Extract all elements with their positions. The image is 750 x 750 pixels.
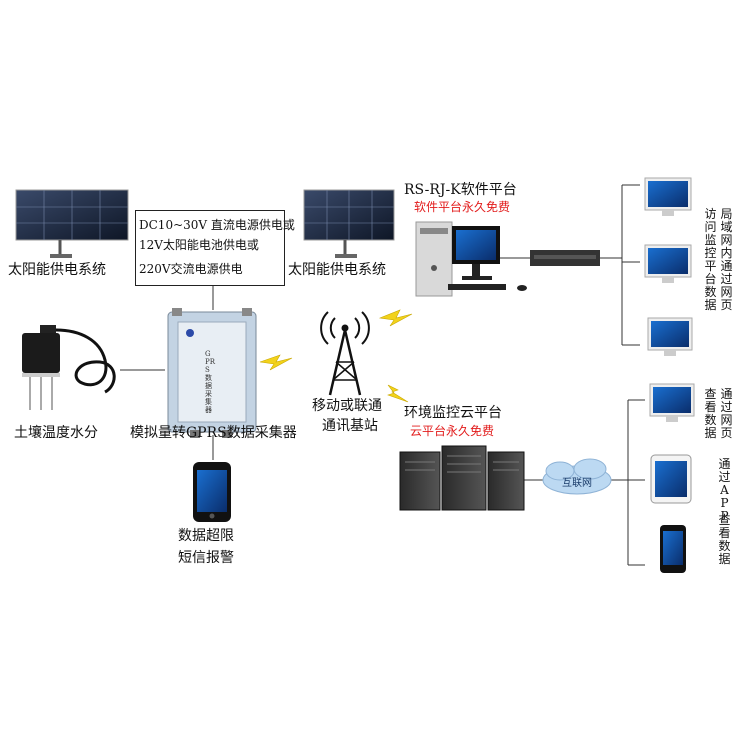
collector-device-text: GPRS数据采集器 xyxy=(205,350,215,414)
sensor-label: 土壤温度水分 xyxy=(14,425,98,441)
internet-label: 互联网 xyxy=(562,478,592,489)
tablet-device xyxy=(650,454,692,504)
power-line-1: DC10~30V 直流电源供电或 xyxy=(139,218,295,232)
lan-monitor-3 xyxy=(647,317,693,356)
alarm-phone xyxy=(193,462,231,522)
lan-access-text-col1: 局域网内通过网页 xyxy=(720,207,733,312)
power-line-2: 12V太阳能电池供电或 xyxy=(139,238,259,253)
power-supply-box: DC10~30V 直流电源供电或 12V太阳能电池供电或 220V交流电源供电 xyxy=(135,210,295,286)
base-station-tower xyxy=(320,311,370,396)
software-platform-subtitle: 软件平台永久免费 xyxy=(414,200,511,214)
cloud-platform-title: 环境监控云平台 xyxy=(404,405,502,421)
internet-cloud xyxy=(542,458,612,495)
power-line-3: 220V交流电源供电 xyxy=(139,261,243,276)
lan-access-text-col2: 访问监控平台数据 xyxy=(704,207,717,312)
soil-sensor xyxy=(22,325,116,410)
solar-right-label: 太阳能供电系统 xyxy=(288,262,386,278)
alarm-label-2: 短信报警 xyxy=(178,550,234,566)
station-label-1: 移动或联通 xyxy=(312,398,382,414)
web-view-text-col1: 通过网页 xyxy=(720,387,733,440)
app-phone xyxy=(660,525,686,573)
cloud-platform-subtitle: 云平台永久免费 xyxy=(410,424,495,438)
cloud-servers xyxy=(399,445,525,511)
web-view-text-col2: 查看数据 xyxy=(704,387,717,440)
lan-monitor-2 xyxy=(644,244,692,283)
lan-monitor-1 xyxy=(644,177,692,216)
app-view-text-col1: 通过APP xyxy=(718,457,731,523)
solar-panel-right xyxy=(303,189,395,258)
software-pc xyxy=(415,221,527,297)
wireless-signals xyxy=(259,309,413,403)
solar-panel-left xyxy=(15,189,129,258)
collector-label: 模拟量转GPRS数据采集器 xyxy=(130,425,297,441)
collector-device xyxy=(167,308,257,438)
software-platform-title: RS-RJ-K软件平台 xyxy=(404,182,517,198)
station-label-2: 通讯基站 xyxy=(322,418,378,434)
app-view-text-col2: 查看数据 xyxy=(718,513,731,566)
web-monitor xyxy=(649,383,695,422)
network-switch xyxy=(530,250,600,266)
connection-lines xyxy=(120,184,645,566)
alarm-label-1: 数据超限 xyxy=(178,528,234,544)
solar-left-label: 太阳能供电系统 xyxy=(8,262,106,278)
